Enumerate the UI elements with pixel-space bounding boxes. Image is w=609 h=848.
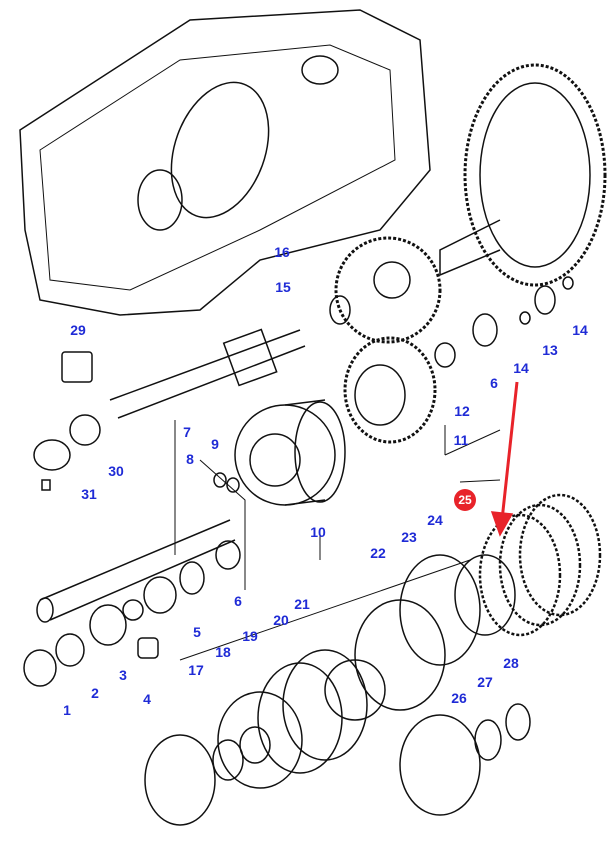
part-label[interactable]: 23 <box>401 529 417 545</box>
part-label[interactable]: 12 <box>454 403 470 419</box>
gear-16 <box>334 236 442 344</box>
crown-wheel <box>463 63 607 287</box>
part-label[interactable]: 11 <box>453 432 469 448</box>
part-label[interactable]: 14 <box>572 322 588 338</box>
part-label[interactable]: 3 <box>119 667 127 683</box>
part-label[interactable]: 24 <box>427 512 443 528</box>
part-label[interactable]: 7 <box>183 424 191 440</box>
part-label[interactable]: 18 <box>215 644 231 660</box>
part-label[interactable]: 27 <box>477 674 493 690</box>
part-label[interactable]: 17 <box>188 662 204 678</box>
part-label[interactable]: 22 <box>370 545 386 561</box>
part-label[interactable]: 13 <box>542 342 558 358</box>
part-label[interactable]: 29 <box>70 322 86 338</box>
part-label[interactable]: 31 <box>81 486 97 502</box>
highlight-arrow <box>500 381 519 521</box>
part-label[interactable]: 14 <box>513 360 529 376</box>
part-label[interactable]: 10 <box>310 524 326 540</box>
part-label[interactable]: 30 <box>108 463 124 479</box>
part-label[interactable]: 20 <box>273 612 289 628</box>
part-label[interactable]: 1 <box>63 702 71 718</box>
part-label[interactable]: 9 <box>211 436 219 452</box>
part-label[interactable]: 26 <box>451 690 467 706</box>
transmission-housing <box>19 9 431 316</box>
part-label[interactable]: 19 <box>242 628 258 644</box>
part-label[interactable]: 28 <box>503 655 519 671</box>
part-label[interactable]: 21 <box>294 596 310 612</box>
part-label[interactable]: 15 <box>275 279 291 295</box>
part-label[interactable]: 16 <box>274 244 290 260</box>
part-label[interactable]: 8 <box>186 451 194 467</box>
part-label[interactable]: 2 <box>91 685 99 701</box>
highlighted-part-badge[interactable]: 25 <box>454 489 476 511</box>
part-label[interactable]: 6 <box>234 593 242 609</box>
part-label[interactable]: 5 <box>193 624 201 640</box>
part-label[interactable]: 4 <box>143 691 151 707</box>
part-label[interactable]: 6 <box>490 375 498 391</box>
